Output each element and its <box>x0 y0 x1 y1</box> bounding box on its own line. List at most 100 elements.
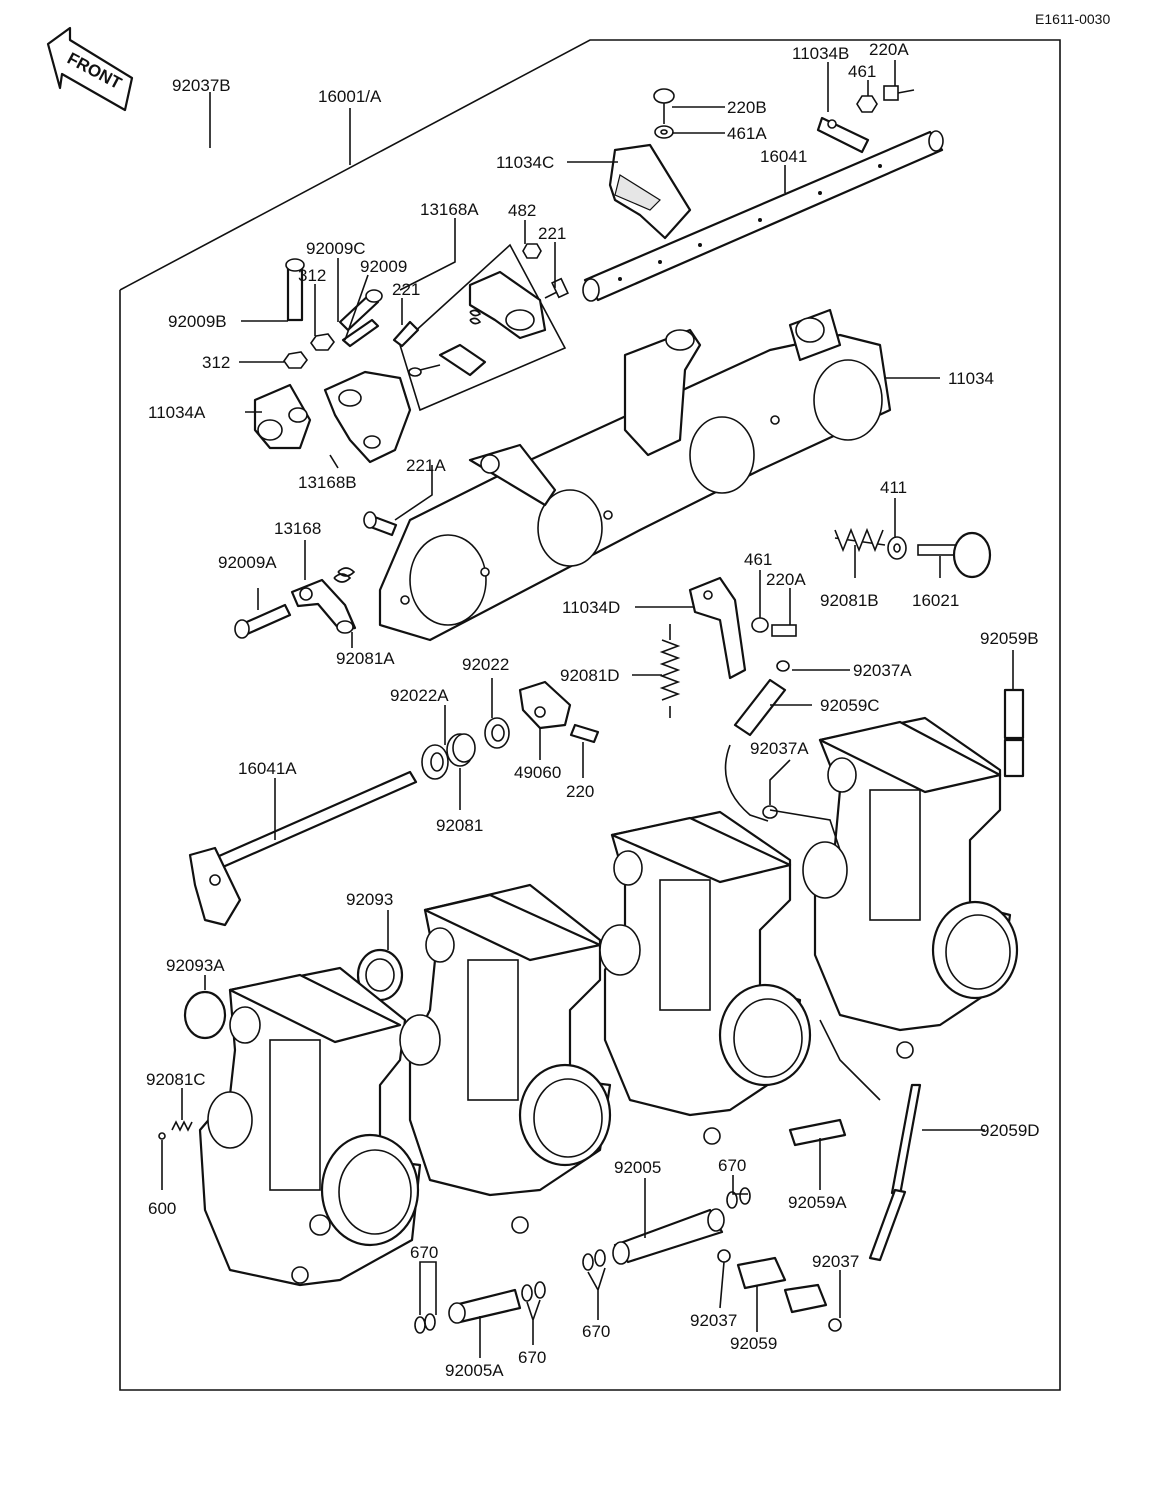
label-482: 482 <box>508 201 536 220</box>
cam-13168A <box>438 270 547 377</box>
label-11034D: 11034D <box>562 598 620 617</box>
lever-11034A <box>253 383 312 450</box>
label-16021: 16021 <box>912 591 959 610</box>
shaft-16041A <box>188 770 418 927</box>
carburetor-1 <box>198 966 422 1287</box>
label-92037B: 92037B <box>172 76 231 95</box>
screw-220A-mid <box>771 624 797 637</box>
label-92081: 92081 <box>436 816 483 835</box>
label-92059B: 92059B <box>980 629 1039 648</box>
clip-92037-lower <box>717 1249 842 1332</box>
label-11034C: 11034C <box>496 153 554 172</box>
label-11034B: 11034B <box>792 44 849 63</box>
ball-600 <box>158 1132 166 1140</box>
nut-312-top <box>310 333 335 351</box>
spring-13168A <box>469 309 482 325</box>
hose-92059A <box>788 1118 847 1147</box>
label-92009B: 92009B <box>168 312 227 331</box>
throttle-shaft-16041 <box>582 130 944 302</box>
label-312-a: 312 <box>298 266 326 285</box>
label-16001A: 16001/A <box>318 87 382 106</box>
label-670-a: 670 <box>718 1156 746 1175</box>
label-92037-b: 92037 <box>690 1311 737 1330</box>
label-92081B: 92081B <box>820 591 879 610</box>
label-312-b: 312 <box>202 353 230 372</box>
adjuster-screw-16021 <box>917 531 992 579</box>
label-461-top: 461 <box>848 62 876 81</box>
label-92059C: 92059C <box>820 696 880 715</box>
label-670-d: 670 <box>518 1348 546 1367</box>
label-92037A-b: 92037A <box>750 739 809 758</box>
washer-92022 <box>484 717 510 749</box>
doc-code: E1611-0030 <box>1035 11 1110 27</box>
nut-482 <box>522 243 542 259</box>
hose-92059C <box>733 678 787 737</box>
part-labels: 92037B 16001/A 11034B 220A 461 220B 461A… <box>146 40 1040 1380</box>
label-220A-mid: 220A <box>766 570 806 589</box>
assembly-frame <box>119 39 1061 1391</box>
pin-left-box <box>408 364 441 377</box>
screw-221-left <box>392 320 420 348</box>
label-92081C: 92081C <box>146 1070 206 1089</box>
lever-11034B <box>816 116 870 154</box>
washer-92022A <box>421 744 449 780</box>
label-92081D: 92081D <box>560 666 620 685</box>
label-92059: 92059 <box>730 1334 777 1353</box>
screw-220 <box>569 723 600 744</box>
screw-92009B <box>285 258 305 322</box>
screw-92009 <box>341 289 383 348</box>
label-11034: 11034 <box>948 369 994 388</box>
label-92059D: 92059D <box>980 1121 1040 1140</box>
label-13168A: 13168A <box>420 200 479 219</box>
washer-411 <box>887 536 907 560</box>
label-92037A-a: 92037A <box>853 661 912 680</box>
hose-92059-left-loop <box>724 744 769 822</box>
label-92009C: 92009C <box>306 239 366 258</box>
nut-461-mid <box>751 617 769 633</box>
label-461A: 461A <box>727 124 767 143</box>
cam-13168B <box>323 370 412 464</box>
hose-92059 <box>736 1256 828 1314</box>
label-461-mid: 461 <box>744 550 772 569</box>
nut-461-top <box>856 95 878 113</box>
label-670-b: 670 <box>410 1243 438 1262</box>
label-92059A: 92059A <box>788 1193 847 1212</box>
lever-13168 <box>290 578 357 634</box>
screw-220B <box>653 88 675 124</box>
o-rings-670 <box>414 1187 751 1334</box>
leader-lines <box>161 60 1014 1358</box>
label-92009A: 92009A <box>218 553 277 572</box>
bracket-plate-11034 <box>378 308 892 642</box>
lever-49060 <box>518 680 572 730</box>
label-221-a: 221 <box>538 224 566 243</box>
hose-92059D <box>868 1083 922 1262</box>
label-670-c: 670 <box>582 1322 610 1341</box>
label-13168: 13168 <box>274 519 321 538</box>
label-220: 220 <box>566 782 594 801</box>
label-92022A: 92022A <box>390 686 449 705</box>
label-13168B: 13168B <box>298 473 357 492</box>
label-92037: 92037 <box>812 1252 859 1271</box>
label-92093A: 92093A <box>166 956 225 975</box>
label-221A: 221A <box>406 456 446 475</box>
label-92022: 92022 <box>462 655 509 674</box>
label-600: 600 <box>148 1199 176 1218</box>
clip-92037A-lower <box>762 805 778 819</box>
label-220B: 220B <box>727 98 767 117</box>
bracket-11034D <box>688 576 747 680</box>
screw-92009A <box>234 603 292 639</box>
nut-312-bottom <box>283 351 308 369</box>
screw-220A-top <box>883 85 915 101</box>
screw-221A <box>363 511 398 537</box>
label-92081A: 92081A <box>336 649 395 668</box>
spring-92081A <box>333 567 356 583</box>
spring-92081D <box>659 624 681 718</box>
spring-92081 <box>446 733 476 767</box>
pipe-92005A <box>448 1288 522 1324</box>
carburetor-3 <box>599 810 812 1145</box>
label-411: 411 <box>880 478 907 497</box>
spring-92081C <box>171 1120 193 1132</box>
label-92009: 92009 <box>360 257 407 276</box>
clip-92037A-upper <box>776 660 790 672</box>
